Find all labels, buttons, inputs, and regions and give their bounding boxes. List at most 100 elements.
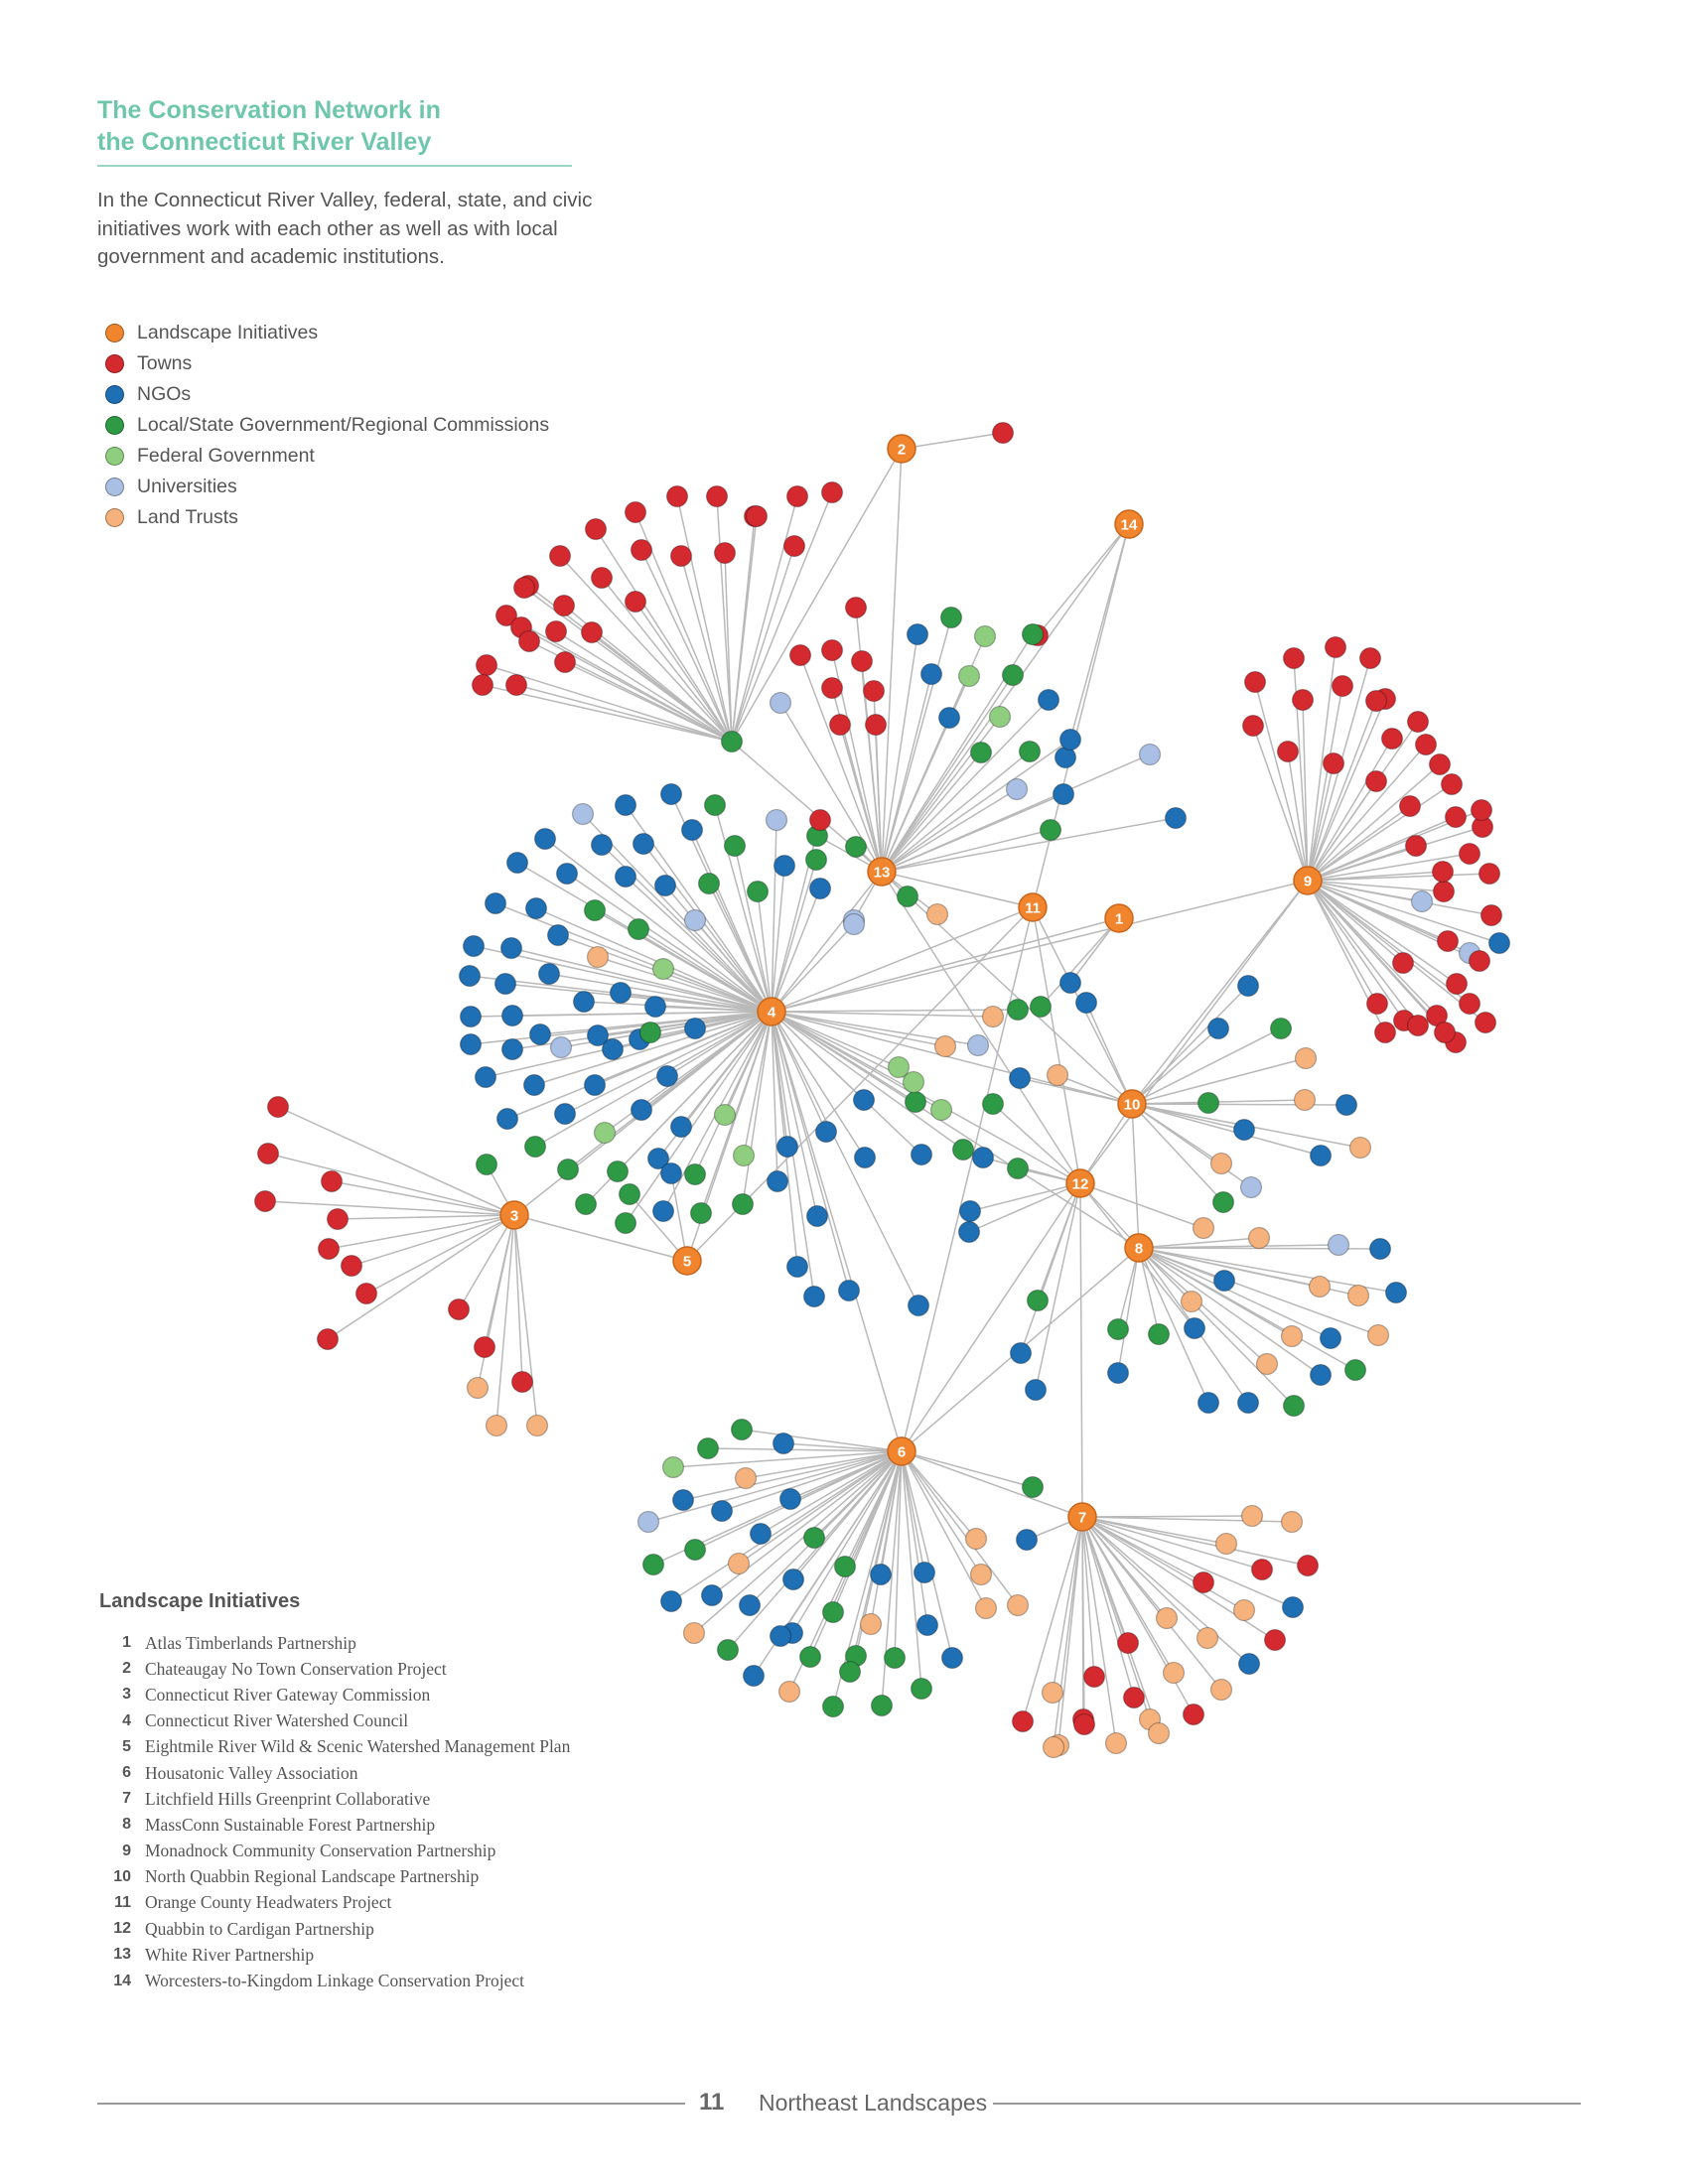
land-trust-node [1280,1324,1304,1348]
ngo-node [1024,1378,1048,1402]
network-link [1307,744,1427,882]
land-trust-node [1209,1678,1233,1702]
town-node [494,604,518,627]
network-link [535,907,773,1013]
ngo-node [1015,1528,1039,1552]
network-link [1307,880,1446,1033]
ngo-node [1237,1652,1261,1676]
network-link [901,1450,987,1609]
network-link [1307,880,1404,964]
ngo-node [802,1285,826,1308]
network-link [670,1450,903,1602]
local-government-node [697,872,721,895]
initiative-number: 7 [122,1790,131,1808]
ngo-node [583,1073,607,1097]
initiative-name: Chateaugay No Town Conservation Project [145,1658,447,1679]
ngo-node [1236,974,1260,998]
ngo-node [632,832,655,856]
town-node [669,544,693,568]
town-node [1479,903,1503,927]
network-link [267,1153,515,1216]
network-link [1307,685,1343,882]
ngo-node [869,1563,893,1586]
network-link [881,871,1034,908]
network-link [1307,646,1336,882]
land-trust-node [1247,1226,1271,1250]
network-link [510,947,773,1013]
network-link [1057,1516,1083,1746]
town-node [447,1297,471,1321]
initiative-name: North Quabbin Regional Landscape Partner… [145,1866,480,1887]
ngo-node [683,1017,707,1040]
local-government-node [703,793,727,817]
town-node [1468,949,1491,973]
initiative-number: 1 [122,1634,131,1652]
land-trust-node [1006,1593,1030,1617]
town-node [552,594,576,617]
town-node [266,1095,290,1119]
federal-government-node [929,1098,953,1122]
land-trust-node [1280,1510,1304,1534]
ngo-node [671,1488,695,1512]
local-government-node [614,1211,637,1235]
local-government-node [1021,1475,1045,1499]
network-link [760,1450,903,1535]
town-node [820,676,844,700]
ngo-node [459,1032,483,1056]
network-link [1307,871,1444,882]
land-trust-node [925,902,949,926]
initiative-name: Atlas Timberlands Partnership [145,1632,356,1653]
network-link [1081,1516,1294,1608]
network-link [1307,880,1445,892]
ngo-node [814,1120,838,1144]
network-link [771,923,855,1013]
network-link [1079,1103,1133,1184]
town-node [1458,992,1481,1016]
hub-label-6: 6 [898,1444,906,1461]
local-government-node [821,1695,845,1718]
network-link [901,1450,953,1659]
town-node [713,541,737,565]
local-government-node [720,730,744,753]
network-link [620,992,773,1013]
title-line-2: the Connecticut River Valley [97,128,432,156]
land-trust-node [1255,1352,1279,1376]
network-link [771,859,817,1013]
ngo-node [738,1593,762,1617]
network-link [738,1450,903,1565]
land-trust-node [1104,1731,1128,1755]
land-trust-node [466,1376,490,1400]
initiative-hub-12 [1065,1168,1095,1198]
network-link [1040,917,1120,1008]
network-link [277,1106,515,1216]
land-trust-node [981,1005,1005,1028]
network-link [1138,1247,1332,1339]
network-link [881,871,1133,1105]
network-link [672,1450,903,1468]
red-dot-icon [105,354,124,373]
orange-dot-icon [105,324,124,342]
land-trust-node [1155,1606,1179,1630]
network-link [601,577,733,743]
land-trust-node [727,1552,751,1575]
network-link [337,1214,515,1220]
land-trust-node [1232,1598,1256,1622]
network-link [1252,725,1309,882]
ngo-node [785,1255,809,1279]
initiative-hub-5 [672,1246,702,1276]
initiative-number: 6 [122,1764,131,1782]
ngo-node [555,862,579,886]
local-government-node [618,1182,641,1206]
federal-government-node [957,664,981,688]
town-node [1331,674,1354,698]
town-node [1380,727,1404,751]
town-node [354,1282,378,1305]
hub-label-13: 13 [874,865,891,882]
land-trust-node [964,1527,988,1551]
legend-item-ngos: NGOs [105,379,549,410]
ngo-node [659,1161,683,1185]
network-link [771,1011,866,1159]
